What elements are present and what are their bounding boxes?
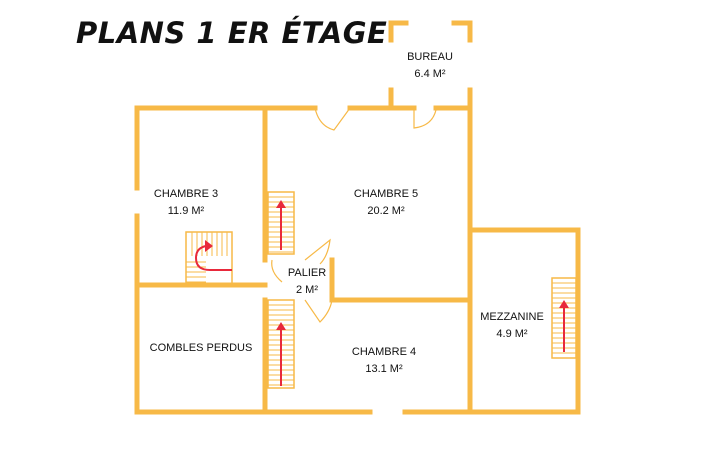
room-label-bureau: BUREAU 6.4 M² <box>407 49 453 83</box>
arrow-head <box>276 200 286 208</box>
plan-title: PLANS 1 ER ÉTAGE <box>76 16 388 50</box>
door-bureau <box>413 108 437 129</box>
room-area: 11.9 M² <box>167 205 205 217</box>
room-label-chambre-3: CHAMBRE 3 11.9 M² <box>154 186 218 220</box>
room-label-mezzanine: MEZZANINE 4.9 M² <box>480 309 544 343</box>
room-name: CHAMBRE 3 <box>153 188 219 200</box>
room-area: 13.1 M² <box>365 363 403 375</box>
arrow-head <box>559 300 569 308</box>
staircase-lower <box>267 299 295 389</box>
room-label-palier: PALIER 2 M² <box>288 265 326 299</box>
room-name: MEZZANINE <box>480 311 544 323</box>
room-label-combles-perdus: COMBLES PERDUS <box>150 340 253 357</box>
room-name: PALIER <box>287 267 327 279</box>
door-palier-top <box>304 238 331 265</box>
room-name: COMBLES PERDUS <box>149 342 253 354</box>
room-area: 2 M² <box>296 284 318 296</box>
stair-arrow-chambre-3 <box>194 245 232 271</box>
room-label-chambre-5: CHAMBRE 5 20.2 M² <box>354 186 418 220</box>
door-palier-bottom <box>304 299 333 323</box>
staircase-upper <box>267 191 295 255</box>
room-name: CHAMBRE 4 <box>351 346 417 358</box>
door-palier-left <box>271 259 283 283</box>
room-name: CHAMBRE 5 <box>353 188 419 200</box>
room-area: 6.4 M² <box>414 68 446 80</box>
arrow-head <box>276 322 286 330</box>
staircase-chambre-3 <box>185 231 233 285</box>
room-name: BUREAU <box>407 51 453 63</box>
room-area: 4.9 M² <box>496 328 528 340</box>
arrow-head <box>205 240 213 252</box>
door-chambre-5 <box>314 107 351 131</box>
room-label-chambre-4: CHAMBRE 4 13.1 M² <box>352 344 416 378</box>
room-area: 20.2 M² <box>367 205 405 217</box>
